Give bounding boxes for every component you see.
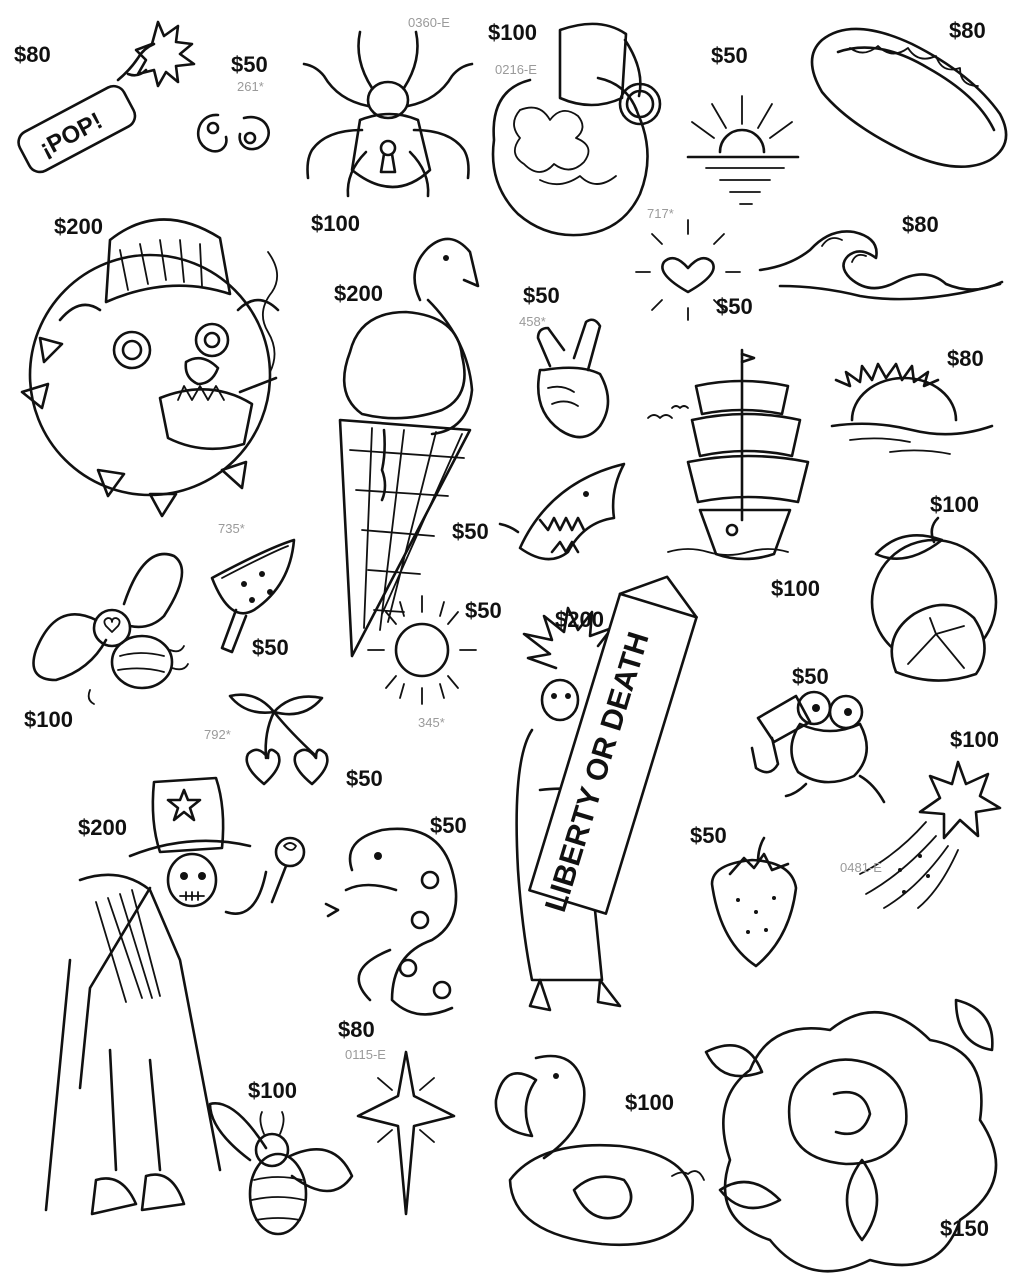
price-heart-cherries: $50 [346,766,383,791]
code-heart-sun: 717* [647,206,674,221]
price-lock-spider: $100 [311,211,360,236]
price-heart-sun: $50 [716,294,753,319]
strawberry-illustration [710,836,798,968]
snake-illustration [324,827,458,1016]
price-bulldog-beanie: $200 [54,214,103,239]
north-star-illustration [356,1050,456,1216]
price-shark: $50 [452,519,489,544]
price-brain-grenade: $100 [488,20,537,45]
price-pop-firecracker: $80 [14,42,51,67]
setting-sun-illustration [830,362,994,455]
sun-illustration [367,595,477,705]
peace-hand-illustration [536,318,610,439]
price-rose: $150 [940,1216,989,1241]
sunrise-illustration [686,95,800,205]
code-line-sun: 345* [418,715,445,730]
code-crab-zodiac: 261* [237,79,264,94]
price-crab-zodiac: $50 [231,52,268,77]
crab-illustration [196,113,270,153]
price-fly: $100 [24,707,73,732]
code-peace-hand: 458* [519,314,546,329]
frog-illustration [750,690,886,804]
ship-illustration [667,348,810,561]
bulldog-illustration [20,218,280,518]
code-brain-grenade: 0216-E [495,62,537,77]
hotdog-illustration [810,27,1008,169]
uncle-sam-illustration [44,776,306,1216]
flamingo-float-illustration [494,1054,705,1247]
flamingo-cone-illustration [338,237,480,658]
pop-lettering: ¡POP! [35,107,107,162]
price-flamingo-float: $100 [625,1090,674,1115]
code-shooting-star: 0481-E [840,860,882,875]
price-orange: $100 [930,492,979,517]
price-frog-drink: $50 [792,664,829,689]
code-north-star: 0115-E [345,1047,386,1062]
price-north-star: $80 [338,1017,375,1042]
code-heart-cherries: 792* [204,727,231,742]
price-strawberry: $50 [690,823,727,848]
price-setting-sun: $80 [947,346,984,371]
price-ship: $100 [771,576,820,601]
price-flamingo-cone: $200 [334,281,383,306]
orange-illustration [870,516,998,682]
price-sunrise-horizon: $50 [711,43,748,68]
birds-illustration [647,405,689,419]
wave-illustration [758,230,1004,301]
price-great-wave: $80 [902,212,939,237]
shark-illustration [498,462,626,561]
price-bumble-bee: $100 [248,1078,297,1103]
spider-illustration [302,30,474,198]
watermelon-illustration [210,538,296,654]
price-snake: $50 [430,813,467,838]
liberty-skeleton-illustration: LIBERTY OR DEATH [515,575,698,1012]
price-hot-dog: $80 [949,18,986,43]
heart-sun-illustration [635,219,741,321]
rose-illustration [704,998,998,1273]
price-line-sun: $50 [465,598,502,623]
price-liberty-skeleton: $200 [555,607,604,632]
fly-illustration [32,552,189,705]
code-lock-spider: 0360-E [408,15,450,30]
cherries-illustration [228,693,329,786]
price-peace-hand: $50 [523,283,560,308]
price-uncle-sam-skeleton: $200 [78,815,127,840]
code-watermelon-pop: 735* [218,521,245,536]
brain-grenade-illustration [491,22,662,237]
price-shooting-star: $100 [950,727,999,752]
bee-illustration [208,1102,354,1236]
shooting-star-illustration [859,760,1002,909]
price-watermelon-pop: $50 [252,635,289,660]
